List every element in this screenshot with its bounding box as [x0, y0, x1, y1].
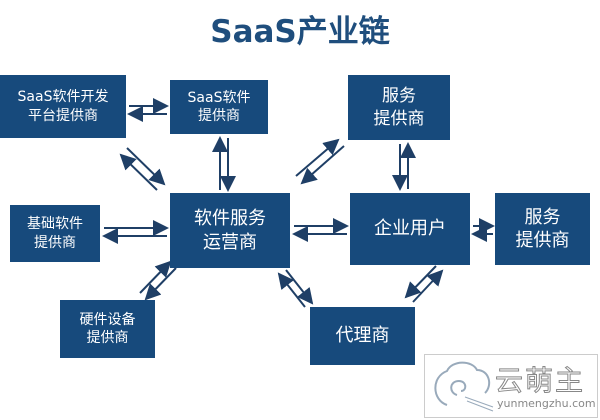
arrow-service-top-to-operator: [300, 145, 345, 185]
arrow-agent-to-operator: [277, 272, 306, 308]
node-enterprise: 企业用户: [350, 193, 470, 265]
arrow-operator-to-dev: [119, 153, 158, 191]
arrow-agent-to-enterprise: [412, 269, 444, 303]
arrow-operator-to-hardware: [144, 267, 177, 301]
watermark: 云萌主 yunmengzhu.com: [424, 354, 598, 418]
node-label: 服务 提供商: [515, 206, 570, 251]
node-dev-platform: SaaS软件开发 平台提供商: [0, 75, 126, 138]
node-label: 硬件设备 提供商: [79, 311, 136, 346]
node-label: SaaS软件开发 平台提供商: [17, 89, 109, 124]
node-base-software: 基础软件 提供商: [10, 205, 100, 262]
cloud-logo-icon: [434, 361, 494, 412]
node-service-right: 服务 提供商: [495, 193, 590, 265]
watermark-name: 云萌主: [494, 364, 586, 398]
node-hardware: 硬件设备 提供商: [60, 300, 155, 358]
diagram-title: SaaS产业链: [210, 14, 390, 50]
node-saas-provider: SaaS软件 提供商: [170, 80, 268, 134]
node-label: SaaS软件 提供商: [187, 89, 251, 124]
node-label: 基础软件 提供商: [27, 216, 83, 251]
node-service-top: 服务 提供商: [348, 75, 450, 140]
node-label: 代理商: [335, 325, 390, 347]
node-operator: 软件服务 运营商: [170, 193, 290, 268]
node-agent: 代理商: [310, 307, 415, 365]
node-label: 服务 提供商: [373, 86, 425, 129]
node-label: 软件服务 运营商: [194, 208, 266, 253]
node-label: 企业用户: [374, 218, 446, 240]
watermark-url: yunmengzhu.com: [497, 397, 596, 410]
